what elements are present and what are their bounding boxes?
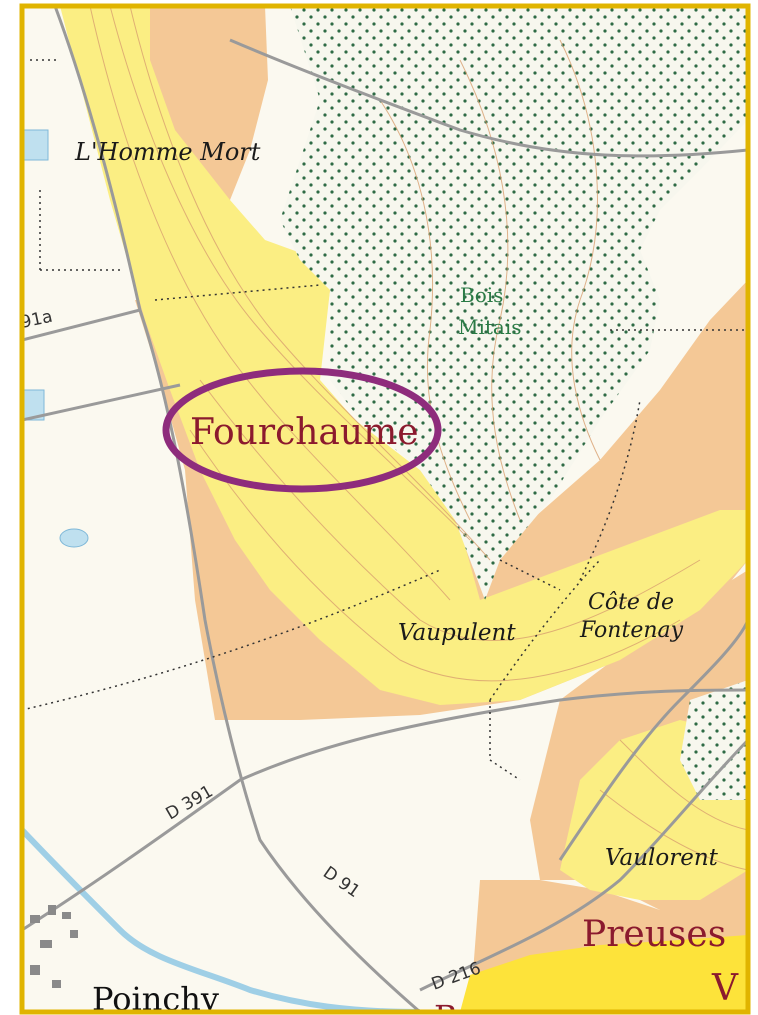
road-network — [22, 6, 748, 1012]
grand-cru-zone — [460, 935, 748, 1012]
poinchy-buildings — [30, 905, 78, 988]
preuses-label: Preuses — [582, 914, 726, 955]
partial-v-label: V — [711, 968, 739, 1009]
fourchaume-highlight-ring — [162, 367, 442, 493]
bois-mitais-label-line1: Bois — [460, 283, 503, 307]
lhomme-mort-label: L'Homme Mort — [74, 138, 261, 166]
map-frame-border — [19, 3, 751, 1015]
fourchaume-label: Fourchaume — [190, 412, 419, 453]
cote-de-fontenay-label-line2: Fontenay — [579, 618, 684, 643]
water-features — [22, 129, 89, 548]
river — [22, 827, 421, 1012]
poinchy-label: Poinchy — [92, 980, 219, 1015]
bois-mitais-label-line2: Mitais — [458, 315, 522, 339]
vaulorent-label: Vaulorent — [605, 845, 719, 871]
dotted-boundaries — [22, 59, 748, 781]
vaupulent-label: Vaupulent — [398, 620, 516, 646]
eastern-forest — [680, 680, 748, 800]
partial-b-label: B — [434, 998, 458, 1015]
cote-de-fontenay-label-line1: Côte de — [588, 590, 674, 615]
fourchaume-zone — [60, 6, 748, 705]
